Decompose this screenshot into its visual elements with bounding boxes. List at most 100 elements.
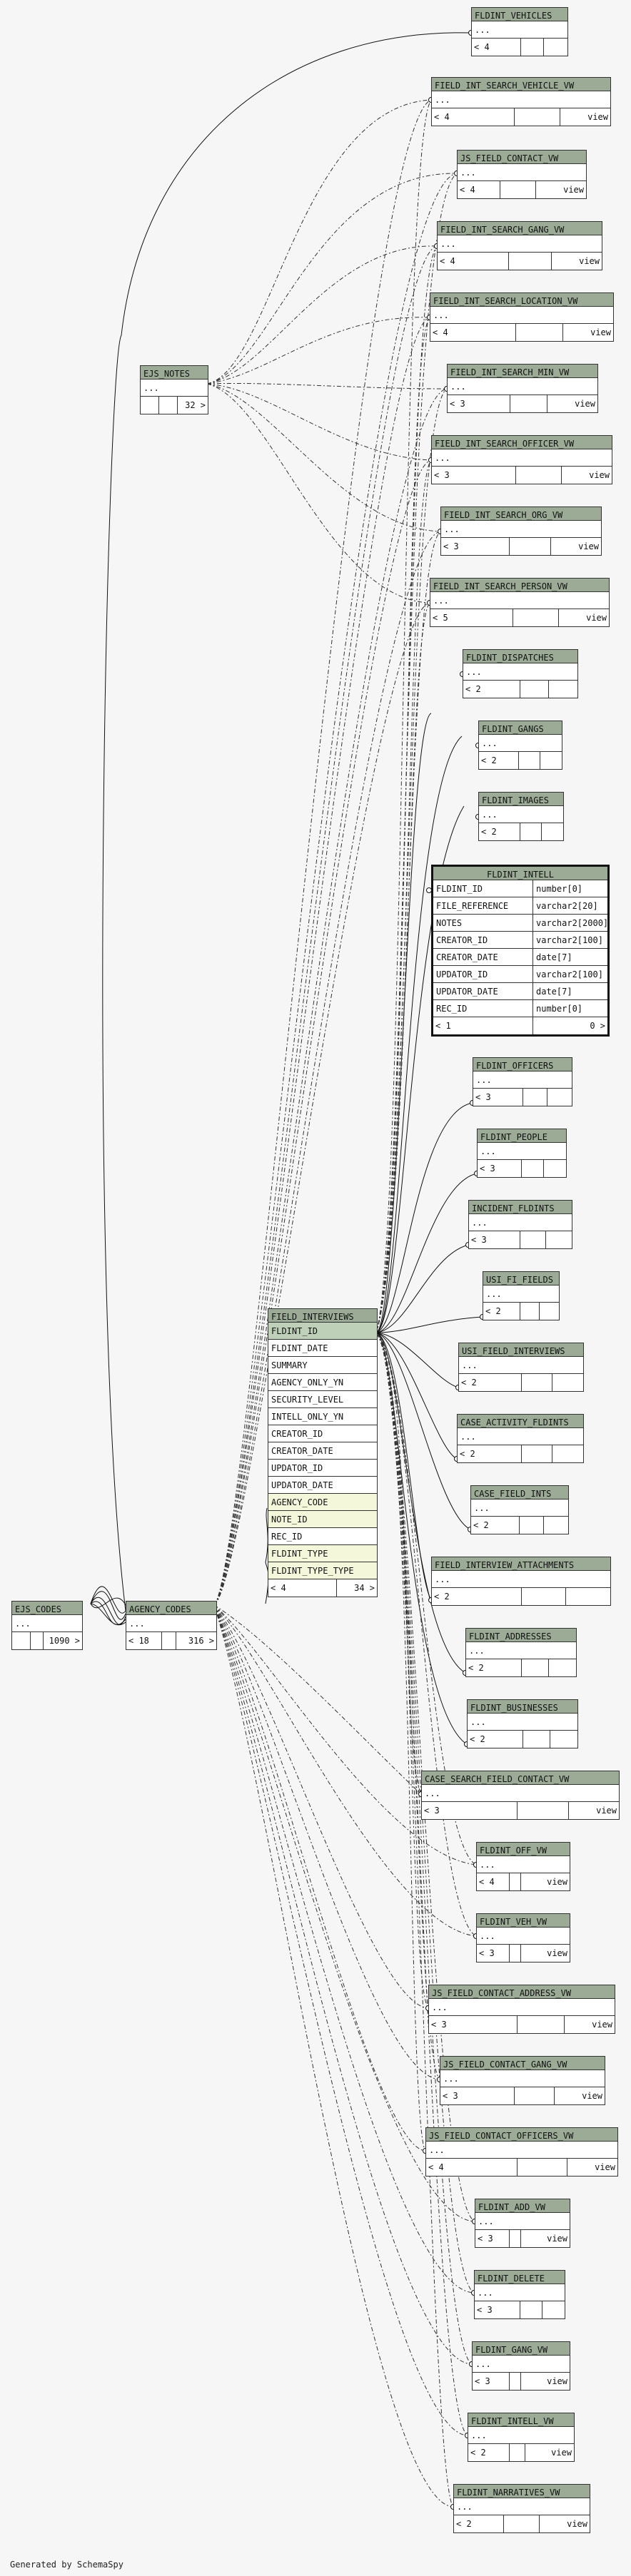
table-title: JS_FIELD_CONTACT_GANG_VW (440, 2057, 605, 2070)
table-fldint-people[interactable]: FLDINT_PEOPLE ... < 3 (477, 1129, 567, 1178)
row-count (12, 1632, 31, 1649)
columns-ellipsis: ... (478, 1143, 566, 1160)
table-title: FIELD_INT_SEARCH_PERSON_VW (430, 579, 609, 592)
table-fldint-dispatches[interactable]: FLDINT_DISPATCHES ... < 2 (463, 649, 578, 698)
table-ejs-notes[interactable]: EJS_NOTES ... 32 > (140, 365, 208, 414)
children-count: view (547, 1948, 567, 1958)
row-count: < 1 (433, 1017, 533, 1034)
column-type: varchar2[100] (536, 969, 603, 979)
children-count: view (590, 327, 611, 337)
table-title: FIELD_INTERVIEW_ATTACHMENTS (432, 1557, 610, 1571)
table-field-int-search-person-vw[interactable]: FIELD_INT_SEARCH_PERSON_VW ... < 5 view (430, 578, 610, 627)
table-title: FLDINT_OFFICERS (473, 1058, 572, 1071)
children-count: view (579, 256, 600, 266)
table-field-interview-attachments[interactable]: FIELD_INTERVIEW_ATTACHMENTS ... < 2 (431, 1557, 611, 1606)
row-count: < 3 (478, 1160, 522, 1177)
row-count: < 2 (459, 1374, 522, 1391)
row-count: < 5 (430, 609, 513, 626)
table-title: FLDINT_ADDRESSES (466, 1629, 576, 1642)
children-count: view (596, 1806, 617, 1816)
row-count: < 2 (471, 1517, 520, 1534)
table-fldint-images[interactable]: FLDINT_IMAGES ... < 2 (478, 792, 564, 841)
column-row: AGENCY_CODE (268, 1494, 377, 1511)
children-count: 34 > (354, 1583, 375, 1593)
table-fldint-vehicles[interactable]: FLDINT_VEHICLES ... < 4 (471, 7, 568, 56)
table-title: AGENCY_CODES (126, 1602, 216, 1615)
columns-ellipsis: ... (429, 1999, 615, 2016)
children-count: view (547, 2376, 567, 2386)
children-count: view (563, 185, 584, 195)
children-count: view (586, 613, 607, 623)
columns-ellipsis: ... (458, 164, 586, 181)
row-count: < 2 (483, 1303, 520, 1320)
column-name: UPDATOR_ID (433, 966, 533, 982)
table-title: USI_FI_FIELDS (483, 1272, 559, 1286)
columns-ellipsis: ... (454, 2498, 590, 2515)
row-count: < 3 (422, 1802, 518, 1819)
table-title: JS_FIELD_CONTACT_ADDRESS_VW (429, 1985, 615, 1999)
column-row: FLDINT_TYPE_TYPE (268, 1562, 377, 1579)
columns-ellipsis: ... (438, 235, 602, 253)
table-ejs-codes[interactable]: EJS_CODES ... 1090 > (11, 1601, 83, 1650)
table-fldint-gangs[interactable]: FLDINT_GANGS ... < 2 (478, 721, 562, 770)
table-title: FLDINT_GANGS (479, 721, 562, 735)
table-fldint-officers[interactable]: FLDINT_OFFICERS ... < 3 (473, 1057, 572, 1106)
columns-ellipsis: ... (432, 91, 610, 108)
children-count: view (582, 2091, 602, 2101)
row-count: < 3 (475, 2230, 510, 2247)
column-type: number[0] (536, 884, 583, 894)
table-fldint-delete[interactable]: FLDINT_DELETE ... < 3 (474, 2270, 565, 2319)
column-row: SUMMARY (268, 1357, 377, 1374)
table-title: FLDINT_OFF_VW (477, 1843, 570, 1856)
column-row: CREATOR_DATE (268, 1442, 377, 1460)
columns-ellipsis: ... (466, 1642, 576, 1659)
table-fldint-businesses[interactable]: FLDINT_BUSINESSES ... < 2 (467, 1699, 578, 1748)
table-fldint-addresses[interactable]: FLDINT_ADDRESSES ... < 2 (465, 1628, 577, 1677)
table-usi-fi-fields[interactable]: USI_FI_FIELDS ... < 2 (483, 1271, 560, 1320)
table-case-field-ints[interactable]: CASE_FIELD_INTS ... < 2 (470, 1485, 569, 1534)
row-count: < 3 (469, 1231, 520, 1248)
columns-ellipsis: ... (126, 1615, 216, 1632)
table-title: FIELD_INT_SEARCH_ORG_VW (441, 507, 601, 521)
column-type: date[7] (536, 952, 572, 962)
columns-ellipsis: ... (469, 1214, 572, 1231)
children-count: 0 > (590, 1021, 605, 1031)
table-title: FLDINT_BUSINESSES (468, 1700, 577, 1714)
row-count: < 4 (477, 1873, 510, 1890)
row-count: < 2 (454, 2515, 504, 2532)
table-incident-fldints[interactable]: INCIDENT_FLDINTS ... < 3 (468, 1200, 572, 1249)
column-type: date[7] (536, 987, 572, 997)
table-usi-field-interviews[interactable]: USI_FIELD_INTERVIEWS ... < 2 (458, 1343, 584, 1392)
table-title: FLDINT_INTELL (433, 867, 607, 880)
table-title: FLDINT_VEHICLES (472, 8, 567, 21)
table-title: FLDINT_DELETE (475, 2271, 565, 2284)
table-case-activity-fldints[interactable]: CASE_ACTIVITY_FLDINTS ... < 2 (457, 1414, 584, 1463)
columns-ellipsis: ... (430, 592, 609, 609)
children-count: 316 > (188, 1636, 214, 1646)
children-count: view (595, 2162, 615, 2172)
columns-ellipsis: ... (473, 2356, 570, 2373)
columns-ellipsis: ... (12, 1615, 82, 1632)
